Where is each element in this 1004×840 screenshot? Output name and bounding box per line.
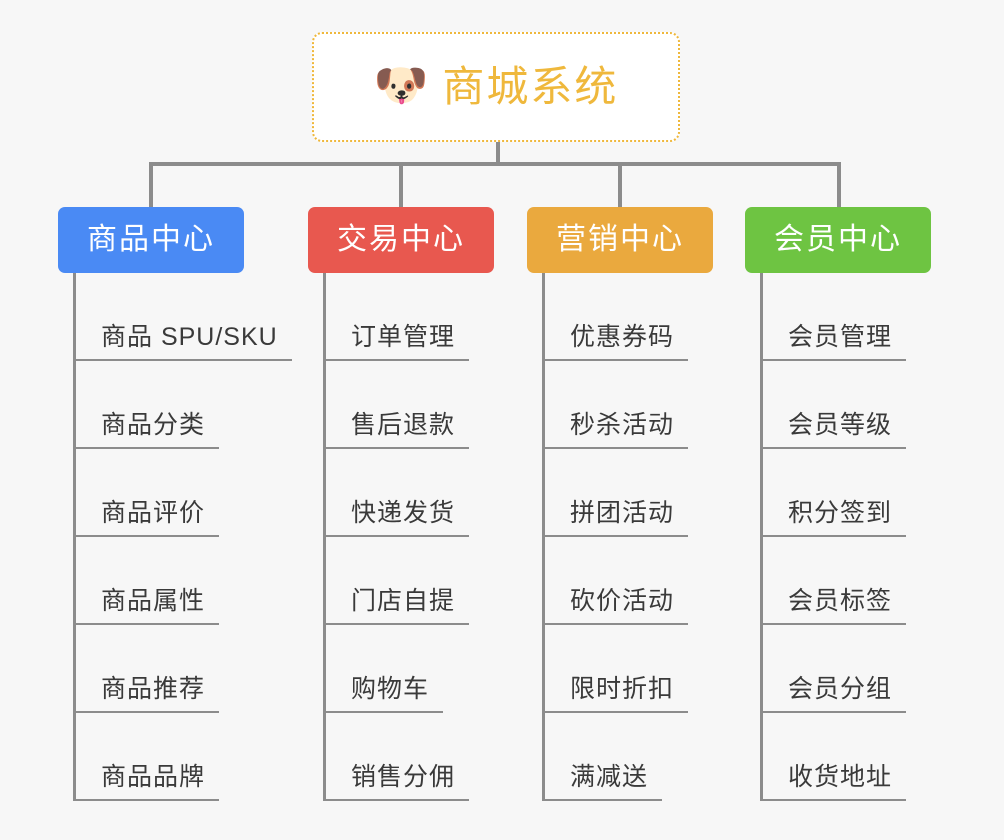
connector-drop-member-center xyxy=(837,162,841,209)
leaf-label: 拼团活动 xyxy=(570,498,675,527)
branch-title: 会员中心 xyxy=(774,223,902,256)
root-node[interactable]: 🐶 商城系统 xyxy=(312,32,680,142)
leaf-label: 会员标签 xyxy=(788,586,893,615)
list-item[interactable]: 商品 SPU/SKU xyxy=(58,273,292,361)
branch-header-member-center[interactable]: 会员中心 xyxy=(745,207,931,273)
list-item[interactable]: 门店自提 xyxy=(308,537,540,625)
list-item[interactable]: 商品评价 xyxy=(58,449,290,537)
leaf-label: 满减送 xyxy=(570,762,649,791)
list-item[interactable]: 秒杀活动 xyxy=(527,361,759,449)
leaf-label: 会员等级 xyxy=(788,410,893,439)
leaf-label: 商品 SPU/SKU xyxy=(101,322,278,351)
list-item[interactable]: 满减送 xyxy=(527,713,759,801)
leaf-label: 商品属性 xyxy=(101,586,206,615)
dog-face-icon: 🐶 xyxy=(373,61,429,110)
branch-header-product-center[interactable]: 商品中心 xyxy=(58,207,244,273)
branch-header-trade-center[interactable]: 交易中心 xyxy=(308,207,494,273)
branch-spine xyxy=(760,273,763,801)
leaf-label: 商品分类 xyxy=(101,410,206,439)
connector-drop-product-center xyxy=(149,162,153,209)
leaf-label: 商品品牌 xyxy=(101,762,206,791)
leaf-label: 秒杀活动 xyxy=(570,410,675,439)
leaf-label: 积分签到 xyxy=(788,498,893,527)
list-item[interactable]: 积分签到 xyxy=(745,449,977,537)
leaf-label: 会员管理 xyxy=(788,322,893,351)
leaf-label: 收货地址 xyxy=(788,762,893,791)
leaf-label: 销售分佣 xyxy=(351,762,456,791)
branch-title: 商品中心 xyxy=(87,223,215,256)
branch-member-center: 会员中心 会员管理 会员等级 积分签到 会员标签 会员分组 收货地址 xyxy=(745,207,977,801)
branch-items-product-center: 商品 SPU/SKU 商品分类 商品评价 商品属性 商品推荐 商品品牌 xyxy=(58,273,292,801)
branch-spine xyxy=(73,273,76,801)
branch-title: 交易中心 xyxy=(337,223,465,256)
branch-items-member-center: 会员管理 会员等级 积分签到 会员标签 会员分组 收货地址 xyxy=(745,273,977,801)
leaf-label: 订单管理 xyxy=(351,322,456,351)
connector-horizontal-bus xyxy=(149,162,841,166)
branch-trade-center: 交易中心 订单管理 售后退款 快递发货 门店自提 购物车 销售分佣 xyxy=(308,207,540,801)
list-item[interactable]: 会员分组 xyxy=(745,625,977,713)
branch-header-marketing-center[interactable]: 营销中心 xyxy=(527,207,713,273)
connector-root-stem xyxy=(496,142,500,166)
leaf-label: 优惠券码 xyxy=(570,322,675,351)
leaf-label: 售后退款 xyxy=(351,410,456,439)
leaf-label: 限时折扣 xyxy=(570,674,675,703)
leaf-label: 门店自提 xyxy=(351,586,456,615)
list-item[interactable]: 优惠券码 xyxy=(527,273,759,361)
branch-spine xyxy=(542,273,545,801)
list-item[interactable]: 会员标签 xyxy=(745,537,977,625)
branch-title: 营销中心 xyxy=(556,223,684,256)
leaf-label: 快递发货 xyxy=(351,498,456,527)
list-item[interactable]: 商品品牌 xyxy=(58,713,290,801)
list-item[interactable]: 商品属性 xyxy=(58,537,290,625)
list-item[interactable]: 快递发货 xyxy=(308,449,540,537)
leaf-label: 砍价活动 xyxy=(570,586,675,615)
leaf-label: 商品评价 xyxy=(101,498,206,527)
branch-items-marketing-center: 优惠券码 秒杀活动 拼团活动 砍价活动 限时折扣 满减送 xyxy=(527,273,759,801)
list-item[interactable]: 商品推荐 xyxy=(58,625,290,713)
branch-items-trade-center: 订单管理 售后退款 快递发货 门店自提 购物车 销售分佣 xyxy=(308,273,540,801)
list-item[interactable]: 购物车 xyxy=(308,625,540,713)
leaf-label: 会员分组 xyxy=(788,674,893,703)
branch-product-center: 商品中心 商品 SPU/SKU 商品分类 商品评价 商品属性 商品推荐 商品品牌 xyxy=(58,207,292,801)
list-item[interactable]: 收货地址 xyxy=(745,713,977,801)
list-item[interactable]: 商品分类 xyxy=(58,361,290,449)
branch-marketing-center: 营销中心 优惠券码 秒杀活动 拼团活动 砍价活动 限时折扣 满减送 xyxy=(527,207,759,801)
list-item[interactable]: 订单管理 xyxy=(308,273,540,361)
root-title: 商城系统 xyxy=(442,63,619,110)
leaf-label: 购物车 xyxy=(351,674,430,703)
leaf-label: 商品推荐 xyxy=(101,674,206,703)
list-item[interactable]: 售后退款 xyxy=(308,361,540,449)
connector-drop-marketing-center xyxy=(618,162,622,209)
list-item[interactable]: 砍价活动 xyxy=(527,537,759,625)
branch-spine xyxy=(323,273,326,801)
list-item[interactable]: 拼团活动 xyxy=(527,449,759,537)
connector-drop-trade-center xyxy=(399,162,403,209)
list-item[interactable]: 销售分佣 xyxy=(308,713,540,801)
list-item[interactable]: 会员管理 xyxy=(745,273,977,361)
list-item[interactable]: 限时折扣 xyxy=(527,625,759,713)
list-item[interactable]: 会员等级 xyxy=(745,361,977,449)
